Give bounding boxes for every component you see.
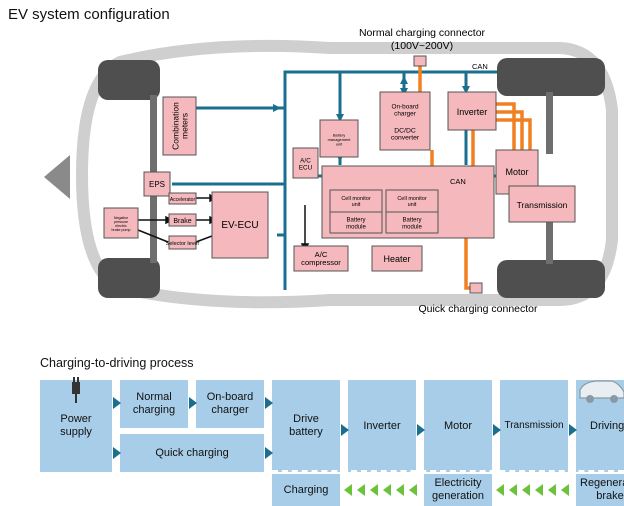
can-label-top: CAN <box>472 62 488 71</box>
flow-inverter: Inverter <box>348 380 416 472</box>
brake-box <box>168 213 197 227</box>
flow-power-supply-label: Power supply <box>60 413 92 438</box>
combination-meters-label: Combinationmeters <box>170 102 189 150</box>
battery-module-1-box <box>329 211 383 234</box>
regen-arrows-right <box>494 484 574 498</box>
accelerator-box <box>168 192 197 205</box>
rear-axle-lower <box>546 222 553 264</box>
negative-pressure-box <box>103 207 139 239</box>
heater-label: Heater <box>383 254 410 264</box>
transmission-box <box>508 185 576 223</box>
battery-module-2-box <box>385 211 439 234</box>
wheel-front-left <box>98 60 160 100</box>
flow-transmission-label: Transmission <box>504 420 564 432</box>
ac-ecu-box <box>292 147 319 179</box>
combination-meters-box <box>162 96 197 156</box>
transmission-label: Transmission <box>517 200 568 210</box>
flow-drive-battery-label: Drive battery <box>289 413 323 438</box>
regen-arrows-left <box>342 484 422 498</box>
arrow-normal-to-onboard <box>189 397 197 409</box>
eps-box <box>143 171 171 197</box>
diagram-title: EV system configuration <box>8 6 170 23</box>
can-label-mid: CAN <box>450 177 466 186</box>
ac-compressor-box <box>293 245 349 272</box>
heater-box <box>371 245 423 272</box>
motor-label: Motor <box>505 167 528 177</box>
wheel-rear-left <box>497 58 605 96</box>
eps-label: EPS <box>149 180 165 189</box>
process-subtitle: Charging-to-driving process <box>40 356 194 370</box>
flow-onboard-charger-label: On-board charger <box>206 391 254 416</box>
car-silhouette-icon <box>579 380 624 403</box>
rear-axle-upper <box>546 92 553 154</box>
inverter-box <box>447 91 497 131</box>
onboard-charger-box <box>379 91 431 151</box>
flow-transmission: Transmission <box>500 380 568 472</box>
arrow-onboard-to-battery <box>265 397 273 409</box>
normal-connector-label: Normal charging connector <box>359 27 486 39</box>
selector-lever-box <box>168 235 197 250</box>
flow-motor: Motor <box>424 380 492 472</box>
wheel-rear-right <box>497 260 605 298</box>
arrow-power-to-quick <box>113 447 121 459</box>
flow-regenerative-brakes-label: Regenerative brakes <box>580 477 624 502</box>
arrow-power-to-normal <box>113 397 121 409</box>
normal-connector-voltage: (100V~200V) <box>391 40 453 52</box>
flow-quick-charging: Quick charging <box>120 434 264 472</box>
arrow-quick-to-battery <box>265 447 273 459</box>
flow-inverter-label: Inverter <box>363 419 401 432</box>
power-lines <box>418 66 532 290</box>
normal-connector-port <box>413 55 427 67</box>
ev-ecu-label: EV-ECU <box>221 220 258 231</box>
flow-motor-label: Motor <box>443 419 473 432</box>
accelerator-label: Accelerator <box>170 197 196 203</box>
battery-mgmt-box <box>319 119 359 158</box>
components <box>103 91 576 272</box>
arrow-inverter-to-motor <box>417 424 425 436</box>
flow-normal-charging-label: Normal charging <box>132 391 176 416</box>
arrow-battery-to-inverter <box>341 424 349 436</box>
flow-regenerative-brakes: Regenerative brakes <box>576 474 624 506</box>
arrow-transmission-to-driving <box>569 424 577 436</box>
plug-icon <box>72 377 80 403</box>
brake-label: Brake <box>173 218 191 225</box>
quick-connector-label: Quick charging connector <box>418 303 538 315</box>
flow-charging-label: Charging <box>283 483 329 496</box>
ev-system-diagram: Normal charging connector (100V~200V) Qu… <box>44 27 618 315</box>
flow-charging: Charging <box>272 474 340 506</box>
front-direction-icon <box>44 155 70 199</box>
flow-onboard-charger: On-board charger <box>196 380 264 428</box>
flow-quick-charging-label: Quick charging <box>155 446 229 459</box>
arrow-motor-to-transmission <box>493 424 501 436</box>
regeneration-divider <box>272 470 624 472</box>
flow-electricity-generation: Electricity generation <box>424 474 492 506</box>
quick-connector-port <box>469 282 483 294</box>
flow-driving-label: Driving <box>590 419 624 432</box>
flow-normal-charging: Normal charging <box>120 380 188 428</box>
ev-ecu-box <box>211 191 269 259</box>
wheel-front-right <box>98 258 160 298</box>
inverter-label: Inverter <box>457 107 488 117</box>
flow-electricity-generation-label: Electricity generation <box>432 477 484 502</box>
selector-lever-label: Selector lever <box>166 241 200 247</box>
flow-drive-battery: Drive battery <box>272 380 340 472</box>
